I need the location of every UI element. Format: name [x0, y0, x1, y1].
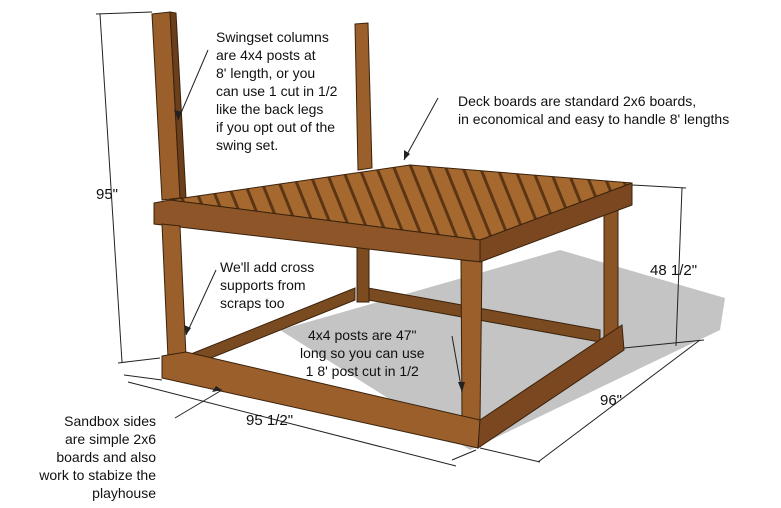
annotation-swingset-columns: Swingset columns are 4x4 posts at 8' len…: [216, 29, 338, 153]
leader-sandbox: [174, 389, 223, 419]
leader-deck: [403, 97, 439, 161]
dim-line-width: [127, 381, 457, 467]
right-sandbox-board: [477, 324, 625, 449]
dim-line-height: [99, 13, 123, 363]
front-right-post: [460, 259, 483, 421]
leader-swingset: [177, 49, 209, 121]
dim-line-depth: [537, 339, 701, 463]
dim-line-deck-height: [675, 187, 683, 347]
dimension-depth: 96": [600, 392, 623, 409]
annotation-sandbox-sides: Sandbox sides are simple 2x6 boards and …: [39, 413, 156, 501]
swingset-column-right: [354, 22, 373, 171]
annotation-posts: 4x4 posts are 47" long so you can use 1 …: [300, 327, 425, 379]
dimension-deck-height: 48 1/2": [650, 262, 698, 279]
dimension-width: 95 1/2": [246, 412, 294, 429]
deck-right-fascia: [479, 182, 633, 263]
annotation-deck-boards: Deck boards are standard 2x6 boards, in …: [458, 93, 730, 127]
front-left-post: [161, 223, 187, 359]
right-back-post: [603, 199, 619, 341]
annotation-cross-supports: We'll add cross supports from scraps too: [220, 259, 315, 311]
leader-cross: [185, 269, 217, 336]
dimension-height-total: 95": [96, 186, 119, 203]
